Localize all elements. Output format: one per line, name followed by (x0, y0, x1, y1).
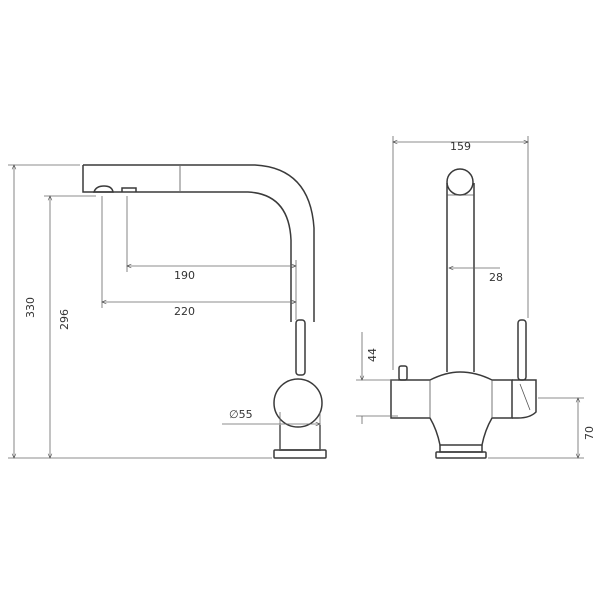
side-view: 330 296 190 220 ∅55 (8, 164, 327, 459)
base-plate (273, 449, 327, 459)
right-handle (512, 379, 537, 419)
column (446, 183, 475, 372)
spout-outline (82, 164, 315, 322)
lever (295, 319, 306, 376)
dim-width: 159 (450, 140, 471, 153)
body (390, 371, 513, 446)
dim-lever-height: 44 (366, 348, 379, 362)
front-base-plate (435, 451, 487, 459)
dim-total-height: 330 (24, 297, 37, 318)
dim-reach-inner: 190 (174, 269, 195, 282)
right-lever (517, 319, 527, 381)
base (279, 425, 321, 451)
front-view: 159 28 44 70 (356, 136, 596, 459)
spray-nozzle-icon (121, 187, 137, 192)
dim-spout-height: 296 (58, 309, 71, 330)
dim-base-diameter: ∅55 (229, 408, 253, 421)
dim-offset: 28 (489, 271, 503, 284)
spout-top-circle (446, 168, 474, 196)
dim-base-height: 70 (583, 426, 596, 440)
dim-reach-outer: 220 (174, 305, 195, 318)
left-knob (398, 365, 408, 381)
body-circle (273, 378, 323, 428)
spray-nozzle-icon (92, 185, 114, 193)
